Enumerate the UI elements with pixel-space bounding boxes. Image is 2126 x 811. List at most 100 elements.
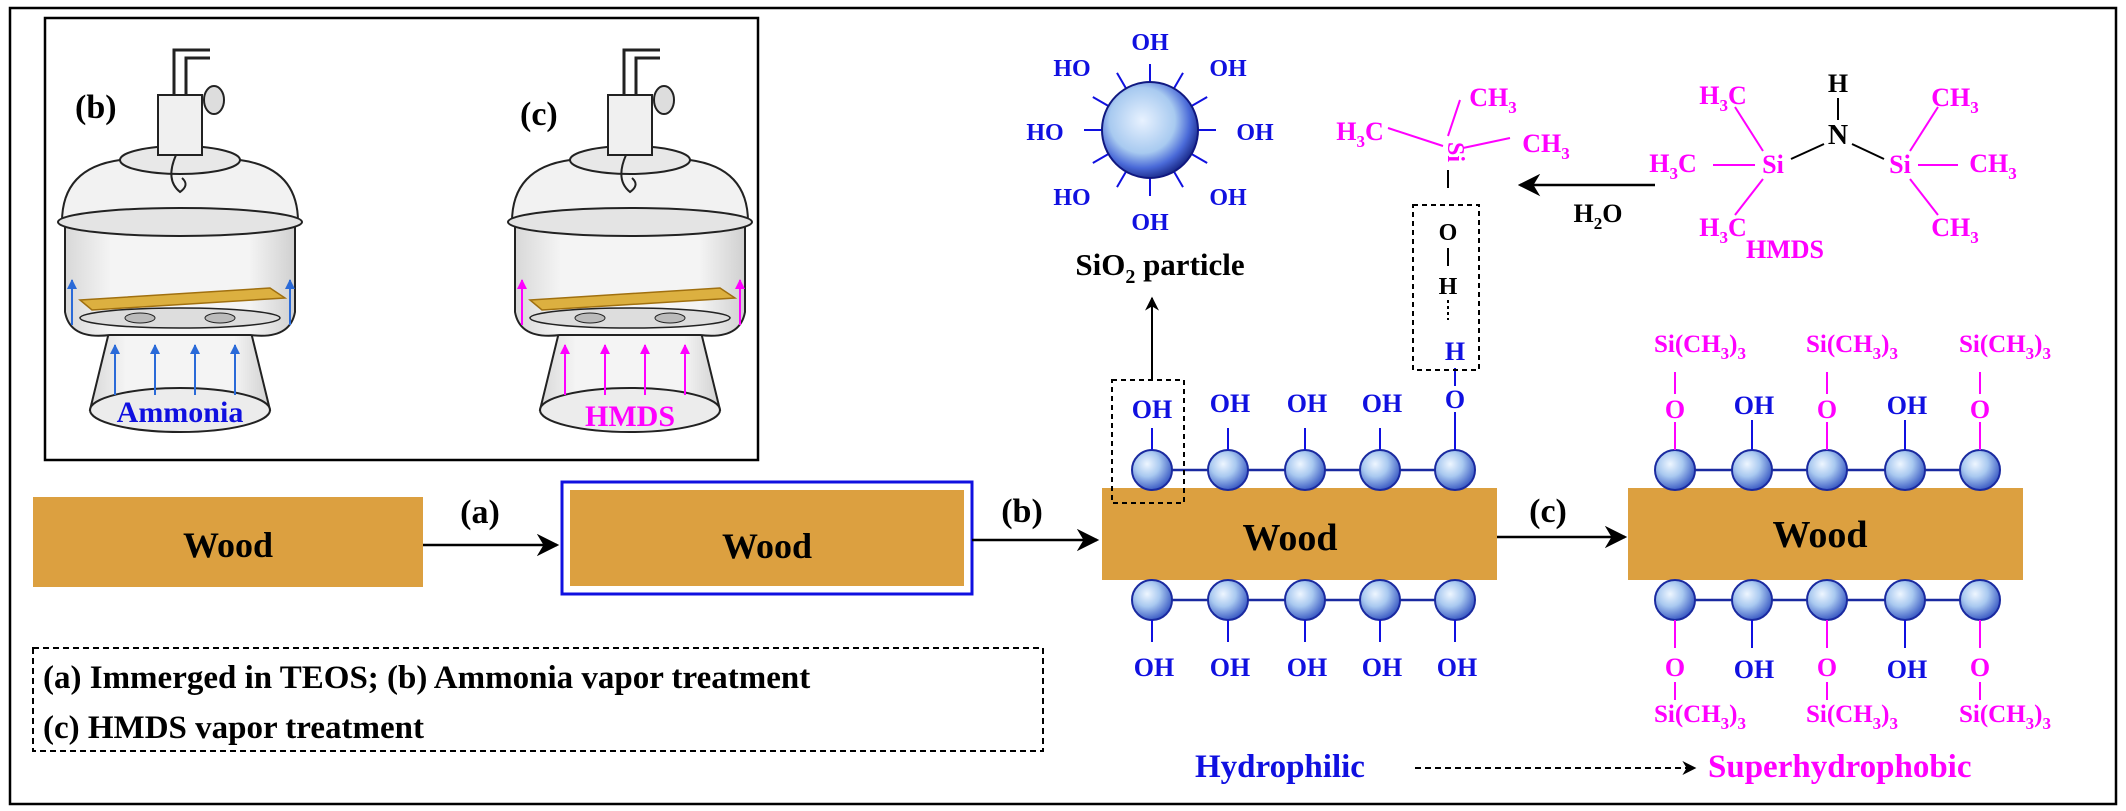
surface-bond (1116, 72, 1127, 89)
jar-plate-b (79, 307, 281, 329)
hmds-jar-label: HMDS (585, 400, 675, 433)
oxygen-atom: O (1817, 653, 1837, 682)
plate-hole-1-b (124, 312, 156, 324)
methyl-group: CH3 (1969, 149, 2017, 183)
methyl-group: H3C (1699, 81, 1747, 115)
silica-bead (1359, 449, 1401, 491)
stopcock-tube-inner-b (184, 56, 210, 95)
hydroxyl-group: OH (1132, 395, 1172, 424)
stopcock-c (607, 94, 653, 156)
hydroxyl-group: OH (1287, 653, 1327, 682)
methyl-group: CH3 (1469, 83, 1517, 117)
si-c-bond (1909, 106, 1939, 152)
wood-block-raw (33, 497, 423, 587)
legend-line-2: (c) HMDS vapor treatment (43, 710, 424, 746)
trimethylsilyl-group: Si(CH3)3 (1959, 701, 2051, 733)
si-c-bond (1734, 178, 1764, 216)
wood-label-superhydrophobic: Wood (1772, 514, 1867, 556)
outer-frame (8, 6, 2118, 806)
hydroxyl-group: OH (1437, 653, 1477, 682)
stopcock-b (157, 94, 203, 156)
surface-bond (1173, 171, 1184, 188)
silica-bead (1884, 579, 1926, 621)
wood-label-raw: Wood (183, 525, 273, 565)
plate-hole-2-b (204, 312, 236, 324)
hook-b (170, 154, 187, 194)
step-b-label: (b) (1001, 493, 1043, 530)
hydroxyl-group: OH (1210, 653, 1250, 682)
silica-bead (1131, 579, 1173, 621)
surface-bond (1092, 96, 1109, 107)
hmds-molecule-label: HMDS (1746, 235, 1824, 264)
hydroxyl-group: OH (1287, 389, 1327, 418)
stopcock-tube-b (172, 48, 210, 95)
hydroxyl-group: OH (1131, 30, 1169, 56)
hydrophilic-label: Hydrophilic (1195, 749, 1365, 785)
silica-bead (1207, 449, 1249, 491)
desiccator-jar-c (507, 48, 753, 433)
superhydrophobic-label: Superhydrophobic (1708, 749, 1971, 785)
surface-bond (1173, 72, 1184, 89)
teos-coating-frame (560, 480, 974, 596)
legend-line-1: (a) Immerged in TEOS; (b) Ammonia vapor … (43, 660, 810, 696)
trimethylsilyl-group: Si(CH3)3 (1654, 701, 1746, 733)
oxygen-atom: O (1970, 395, 1990, 424)
jar-wood-sample-b (78, 287, 288, 311)
hydroxyl-group: OH (1887, 655, 1927, 684)
methyl-group: CH3 (1522, 129, 1570, 163)
desiccator-jar-b (57, 48, 303, 433)
silica-bead (1207, 579, 1249, 621)
trimethylsilyl-group: Si(CH3)3 (1806, 701, 1898, 733)
jar-b-label: (b) (75, 89, 117, 126)
oxygen-atom: O (1665, 395, 1685, 424)
jar-lid-rim-c (507, 207, 753, 237)
hydroxyl-group: OH (1131, 210, 1169, 236)
silica-bead (1806, 579, 1848, 621)
wood-block-superhydrophobic (1628, 488, 2023, 580)
hydroxyl-group: HO (1026, 120, 1063, 146)
silica-bead (1284, 449, 1326, 491)
step-a-label: (a) (460, 494, 500, 531)
plate-hole-2-c (654, 312, 686, 324)
silica-bead (1731, 579, 1773, 621)
surface-bond (1191, 153, 1208, 164)
hydrogen-atom: H (1445, 337, 1465, 366)
si-n-bond (1790, 143, 1825, 160)
methyl-group: CH3 (1931, 213, 1979, 247)
silica-bead (1884, 449, 1926, 491)
wood-label-teos: Wood (722, 526, 812, 566)
hydrogen-bond-box (1412, 204, 1480, 371)
si-c-bond (1462, 137, 1511, 149)
nitrogen-atom: N (1828, 120, 1848, 151)
jar-plate-c (529, 307, 731, 329)
silica-bead (1654, 579, 1696, 621)
silica-bead (1654, 449, 1696, 491)
jar-lid-rim-b (57, 207, 303, 237)
hydroxyl-group: OH (1210, 389, 1250, 418)
ammonia-label: Ammonia (117, 396, 244, 429)
silicon-atom: Si (1442, 142, 1468, 162)
hydroxyl-group: OH (1209, 56, 1247, 82)
water-label: H2O (1574, 199, 1623, 233)
step-c-label: (c) (1529, 493, 1567, 530)
oxygen-atom: O (1817, 395, 1837, 424)
silica-bead (1731, 449, 1773, 491)
hydroxyl-group: OH (1209, 185, 1247, 211)
si-c-bond (1447, 99, 1461, 137)
hydroxyl-group: HO (1053, 56, 1090, 82)
hydroxyl-group: OH (1362, 653, 1402, 682)
wood-block-teos (570, 490, 964, 586)
oxygen-atom: O (1445, 385, 1465, 414)
jar-c-label: (c) (520, 96, 558, 133)
sio2-particle-label: SiO2 particle (1075, 247, 1244, 288)
hydroxyl-group: HO (1053, 185, 1090, 211)
trimethylsilyl-group: Si(CH3)3 (1806, 331, 1898, 363)
superhydrophobic-particle-chains: OSi(CH3)3OSi(CH3)3OHOHOSi(CH3)3OSi(CH3)3… (1654, 331, 2051, 733)
jar-foot-rim-c (539, 387, 721, 433)
oxygen-atom: O (1970, 653, 1990, 682)
silica-bead (1434, 449, 1476, 491)
